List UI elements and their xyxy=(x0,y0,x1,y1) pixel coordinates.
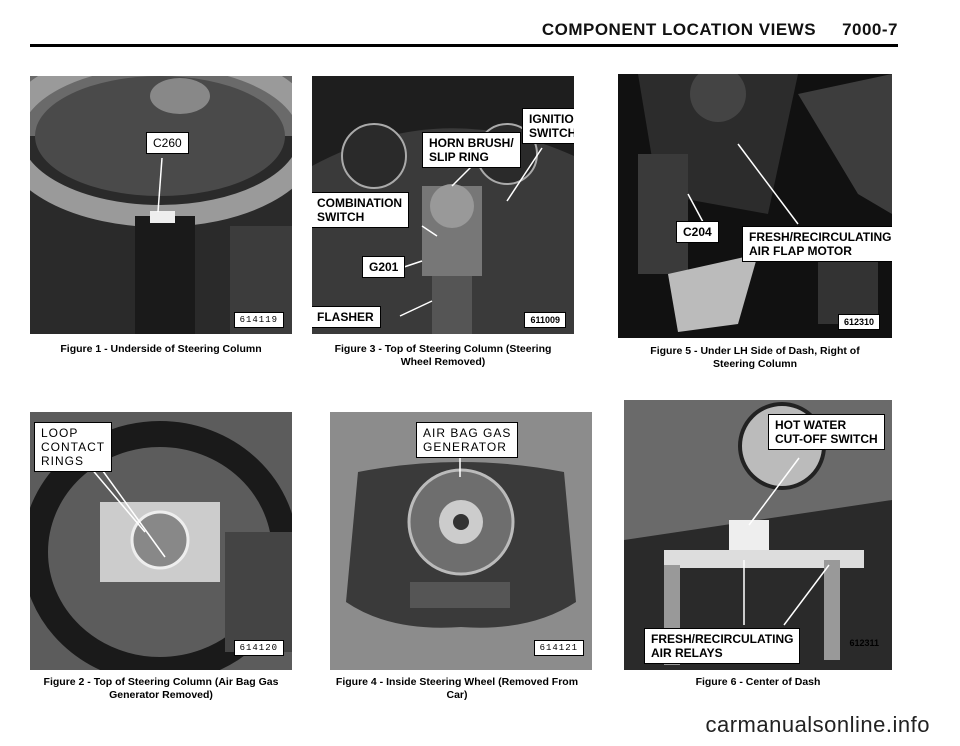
photo-code-614119: 614119 xyxy=(233,312,284,328)
header-title: COMPONENT LOCATION VIEWS 7000-7 xyxy=(516,20,898,40)
figure-5-caption: Figure 5 - Under LH Side of Dash, Right … xyxy=(650,345,860,370)
label-loop-contact-rings: LOOP CONTACT RINGS xyxy=(34,422,113,472)
site-watermark: carmanualsonline.info xyxy=(705,712,930,737)
photo-code-611009: 611009 xyxy=(524,312,566,328)
page-number: 7000-7 xyxy=(842,20,898,39)
figure-5-photo: C204 FRESH/RECIRCULATING AIR FLAP MOTOR … xyxy=(618,74,892,338)
figure-3-caption: Figure 3 - Top of Steering Column (Steer… xyxy=(334,343,552,368)
figure-1-photo: C260 614119 xyxy=(30,76,292,334)
figure-2-caption: Figure 2 - Top of Steering Column (Air B… xyxy=(43,676,279,701)
photo-code-612311: 612311 xyxy=(849,638,879,648)
figure-4-caption: Figure 4 - Inside Steering Wheel (Remove… xyxy=(335,676,579,701)
photo-code-614121: 614121 xyxy=(533,640,584,656)
label-horn-brush-slip-ring: HORN BRUSH/ SLIP RING xyxy=(422,132,521,168)
label-c204: C204 xyxy=(676,221,719,243)
figure-1-caption: Figure 1 - Underside of Steering Column xyxy=(60,343,262,355)
section-title: COMPONENT LOCATION VIEWS xyxy=(541,20,817,39)
figure-4-photo: AIR BAG GAS GENERATOR 614121 xyxy=(330,412,592,670)
figure-3-photo: IGNITION SWITCH HORN BRUSH/ SLIP RING CO… xyxy=(312,76,574,334)
figure-6-caption: Figure 6 - Center of Dash xyxy=(695,676,821,688)
label-fresh-recirculating-air-flap-motor: FRESH/RECIRCULATING AIR FLAP MOTOR xyxy=(742,226,892,262)
label-fresh-recirculating-air-relays: FRESH/RECIRCULATING AIR RELAYS xyxy=(644,628,801,664)
photo-code-614120: 614120 xyxy=(233,640,284,656)
page-header: COMPONENT LOCATION VIEWS 7000-7 xyxy=(30,18,898,47)
label-g201: G201 xyxy=(362,256,406,278)
label-combination-switch: COMBINATION SWITCH xyxy=(312,192,410,228)
under-dash-image xyxy=(618,74,892,338)
photo-code-612310: 612310 xyxy=(837,314,880,330)
label-hot-water-cutoff-switch: HOT WATER CUT-OFF SWITCH xyxy=(768,414,885,450)
label-ignition-switch: IGNITION SWITCH xyxy=(522,108,574,144)
label-c260: C260 xyxy=(146,132,189,154)
label-flasher: FLASHER xyxy=(312,306,381,328)
figure-6-photo: HOT WATER CUT-OFF SWITCH FRESH/RECIRCULA… xyxy=(624,400,892,670)
label-air-bag-gas-generator: AIR BAG GAS GENERATOR xyxy=(416,422,519,458)
figure-2-photo: LOOP CONTACT RINGS 614120 xyxy=(30,412,292,670)
steering-wheel-underside-image xyxy=(30,76,292,334)
